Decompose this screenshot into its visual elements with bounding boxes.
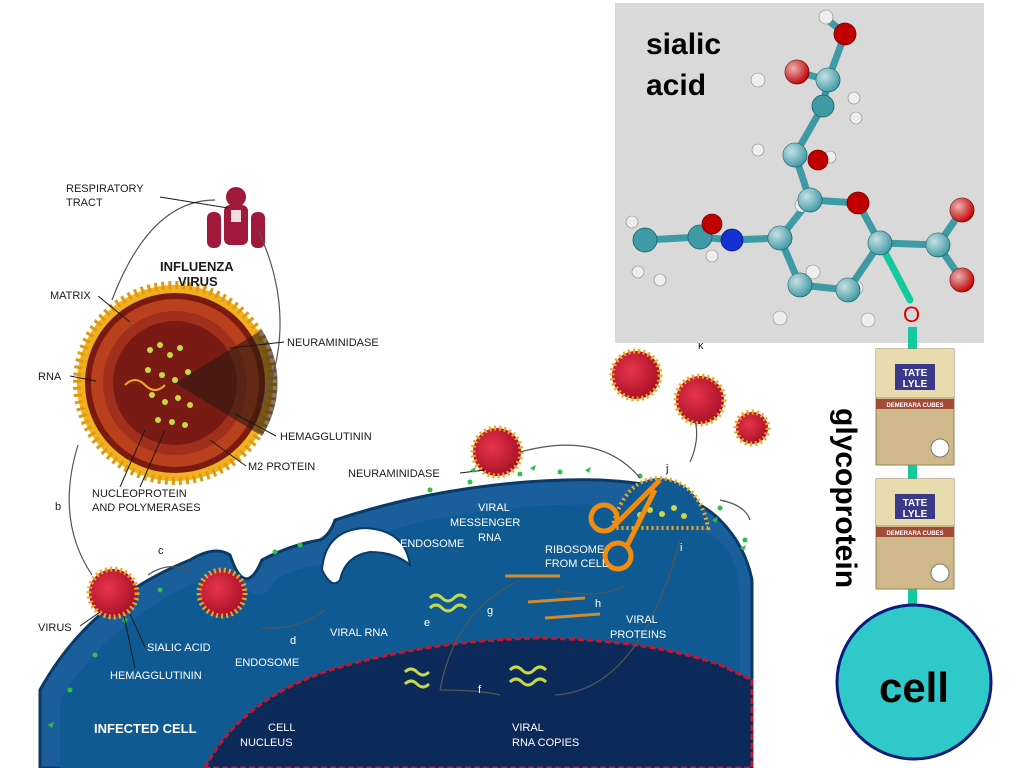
pack2-brand-2: LYLE [903,509,928,520]
label-sialic-acid: SIALIC ACID [147,642,211,654]
label-neuraminidase-mid: NEURAMINIDASE [348,468,440,480]
label-respiratory-tract-2: TRACT [66,197,103,209]
virus-released-1 [609,348,663,402]
label-step-c: c [158,545,164,557]
label-rna: RNA [38,371,62,383]
label-viral-mrna-3: RNA [478,532,502,544]
label-viral-rna-copies-1: VIRAL [512,722,544,734]
sugar-box-2: TATE LYLE DEMERARA CUBES [875,478,955,590]
label-virus: VIRUS [38,622,72,634]
sialic-acid-panel: sialic acid [615,3,984,343]
label-matrix: MATRIX [50,290,91,302]
influenza-virus-cutaway [73,281,278,485]
label-viral-mrna-2: MESSENGER [450,517,520,529]
glycoprotein-label: glycoprotein [829,408,862,588]
molecule-title-2: acid [646,69,706,102]
mrna-strands [505,574,601,620]
process-arrows [68,199,751,696]
label-influenza-1: INFLUENZA [160,259,234,274]
label-ribosome-2: FROM CELL [545,558,608,570]
infected-cell [38,469,754,768]
glycoprotein-chain: TATE LYLE DEMERARA CUBES TATE LYLE DEMER… [829,327,955,605]
pack2-brand-1: TATE [903,498,928,509]
oxygen-link-label: O [903,302,920,327]
virus-free [86,566,140,620]
virus-neuraminidase [470,425,524,479]
diagram-labels: RESPIRATORY TRACT INFLUENZA VIRUS MATRIX… [38,183,704,749]
label-nucleoprotein-1: NUCLEOPROTEIN [92,488,187,500]
label-endosome-top: ENDOSOME [400,538,464,550]
pack1-brand-1: TATE [903,368,928,379]
label-viral-proteins-1: VIRAL [626,614,658,626]
label-step-k: k [698,340,704,352]
label-viral-proteins-2: PROTEINS [610,629,666,641]
virus-released-2 [673,373,727,427]
label-nucleoprotein-2: AND POLYMERASES [92,502,201,514]
sugar-box-1: TATE LYLE DEMERARA CUBES [875,348,955,466]
leader-lines [69,196,486,669]
label-influenza-2: VIRUS [178,274,218,289]
virus-binding [196,567,248,619]
label-step-i: i [680,542,682,554]
scissors-icon [588,478,662,572]
pack1-brand-2: LYLE [903,379,928,390]
label-hemagglutinin-top: HEMAGGLUTININ [280,431,372,443]
host-cell: cell [835,603,993,761]
label-hemagglutinin-bottom: HEMAGGLUTININ [110,670,202,682]
label-cell-nucleus-1: CELL [268,722,296,734]
virus-released-3 [733,409,771,447]
label-step-h: h [595,598,601,610]
molecule-nitrogen [720,228,744,252]
pack2-product: DEMERARA CUBES [886,531,943,537]
label-step-g: g [487,605,493,617]
molecule-highlights [768,60,974,302]
label-step-j: j [665,463,668,475]
label-viral-mrna-1: VIRAL [478,502,510,514]
label-step-b: b [55,501,61,513]
ribonucleoprotein [145,342,193,428]
label-step-f: f [478,684,482,696]
label-step-e: e [424,617,430,629]
arrowheads [48,465,746,728]
respiratory-tract-icon [207,187,265,248]
label-m2-protein: M2 PROTEIN [248,461,315,473]
cell-label: cell [879,664,949,711]
label-infected-cell: INFECTED CELL [94,721,197,736]
rna-coils [403,593,548,689]
label-respiratory-tract-1: RESPIRATORY [66,183,144,195]
pack1-product: DEMERARA CUBES [886,403,943,409]
label-endosome-bottom: ENDOSOME [235,657,299,669]
label-step-d: d [290,635,296,647]
molecule-title-1: sialic [646,28,721,61]
label-cell-nucleus-2: NUCLEUS [240,737,293,749]
label-ribosome-1: RIBOSOME [545,544,604,556]
label-viral-rna: VIRAL RNA [330,627,388,639]
label-neuraminidase-top: NEURAMINIDASE [287,337,379,349]
cell-nucleus [203,636,754,768]
label-viral-rna-copies-2: RNA COPIES [512,737,579,749]
virus-particles [86,348,771,620]
